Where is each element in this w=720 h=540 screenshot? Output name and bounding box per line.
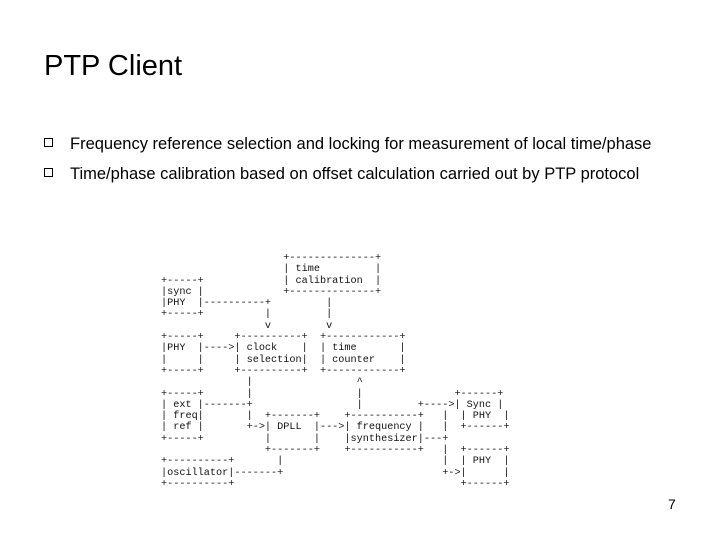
- ptp-client-block-diagram: +--------------+ | time | +-----+ | cali…: [161, 253, 510, 490]
- square-bullet-icon: [44, 168, 53, 177]
- bullet-text: Frequency reference selection and lockin…: [70, 135, 652, 153]
- page-number: 7: [668, 496, 676, 512]
- slide-title: PTP Client: [44, 50, 183, 82]
- bullet-list: Frequency reference selection and lockin…: [42, 133, 662, 193]
- bullet-text: Time/phase calibration based on offset c…: [70, 165, 640, 183]
- bullet-item: Frequency reference selection and lockin…: [42, 133, 662, 155]
- bullet-item: Time/phase calibration based on offset c…: [42, 163, 662, 185]
- square-bullet-icon: [44, 138, 53, 147]
